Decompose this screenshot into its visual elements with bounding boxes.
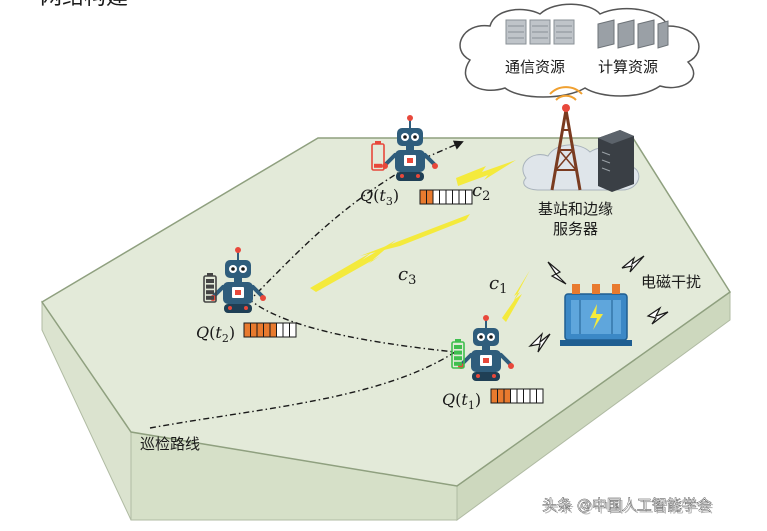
queue-3-cell [490,388,498,404]
link-c1-base: c [489,273,499,294]
tower-icon [549,86,583,191]
queue-1-label: Q(t3) [360,186,399,208]
queue-3-cell [497,388,505,404]
battery-3-icon [451,339,465,369]
interference-bolt-icons [528,255,669,353]
watermark: 头条 @中国人工智能学会 [542,496,712,514]
compute-server-icons [597,19,669,49]
queue-1-open-paren: ( [373,186,379,205]
watermark-shadow: 头条 @中国人工智能学会 [544,498,714,516]
queue-3-cell [523,388,531,404]
comm-resources-label: 通信资源 [505,58,565,76]
lightning-c2 [456,160,516,186]
header-fragment: 网络构建 [40,0,128,10]
queue-2-cell [282,322,290,338]
queue-1-close-paren: ) [393,186,399,205]
queue-2-cell [250,322,258,338]
queue-2-close-paren: ) [229,323,235,342]
queue-1-sub: 3 [386,195,393,208]
queue-3-cell [503,388,511,404]
compute-resources-label: 计算资源 [598,58,658,76]
queue-3-t: t [461,390,468,409]
link-c2-base: c [472,180,482,201]
base-station-label-line2: 服务器 [553,220,598,238]
link-c1-sub: 1 [499,282,507,297]
queue-3-bar [490,388,544,404]
robots-layer: Q(t3)Q(t2)Q(t1) [196,113,544,412]
queue-3-open-paren: ( [455,390,461,409]
patrol-route [149,140,464,429]
cloud-resources: 通信资源 计算资源 [459,3,700,98]
queue-3-sub: 1 [468,399,475,412]
ground-platform [40,137,732,521]
link-c2-sub: 2 [482,189,490,204]
link-c3-label: c3 [398,264,416,288]
link-c2-label: c2 [472,180,490,204]
queue-2-cell [256,322,264,338]
queue-2-t: t [215,323,222,342]
queue-1-cell [452,189,460,205]
robot-2: Q(t2) [196,245,297,345]
link-c1-label: c1 [489,273,507,297]
link-c3-sub: 3 [408,273,416,288]
queue-2-cell [269,322,277,338]
queue-1-cell [432,189,440,205]
queue-2-cell [263,322,271,338]
queue-2-cell [289,322,297,338]
queue-1-q: Q [360,186,373,205]
queue-3-cell [536,388,544,404]
base-station: 基站和边缘 服务器 [522,86,640,238]
patrol-route-line [149,140,464,429]
battery-1-icon [371,141,385,171]
queue-2-q: Q [196,323,209,342]
queue-1-cell [458,189,466,205]
interference-label: 电磁干扰 [641,273,701,291]
queue-3-cell [510,388,518,404]
queue-1-t: t [379,186,386,205]
lightning-c1 [502,270,530,322]
base-station-label-line1: 基站和边缘 [538,200,613,218]
queue-3-cell [516,388,524,404]
robot-1: Q(t3) [360,113,473,208]
queue-2-sub: 2 [222,332,229,345]
queue-1-bar [419,189,473,205]
queue-2-open-paren: ( [209,323,215,342]
interference-device [560,284,632,346]
edge-server-icon [598,130,634,192]
queue-3-label: Q(t1) [442,390,481,412]
battery-2-icon [203,273,217,303]
queue-3-cell [529,388,537,404]
queue-1-cell [419,189,427,205]
queue-1-cell [426,189,434,205]
comm-server-icons [505,19,575,45]
robot-3: Q(t1) [442,313,544,412]
ground-top-face [40,137,732,487]
queue-1-cell [445,189,453,205]
queue-2-label: Q(t2) [196,323,235,345]
queue-2-bar [243,322,297,338]
queue-1-cell [439,189,447,205]
link-c3-base: c [398,264,408,285]
queue-2-cell [276,322,284,338]
queue-3-close-paren: ) [475,390,481,409]
queue-1-cell [465,189,473,205]
queue-3-q: Q [442,390,455,409]
lightning-c3 [310,214,470,292]
cloud-shape [459,3,700,98]
queue-2-cell [243,322,251,338]
patrol-route-label: 巡检路线 [140,435,200,453]
